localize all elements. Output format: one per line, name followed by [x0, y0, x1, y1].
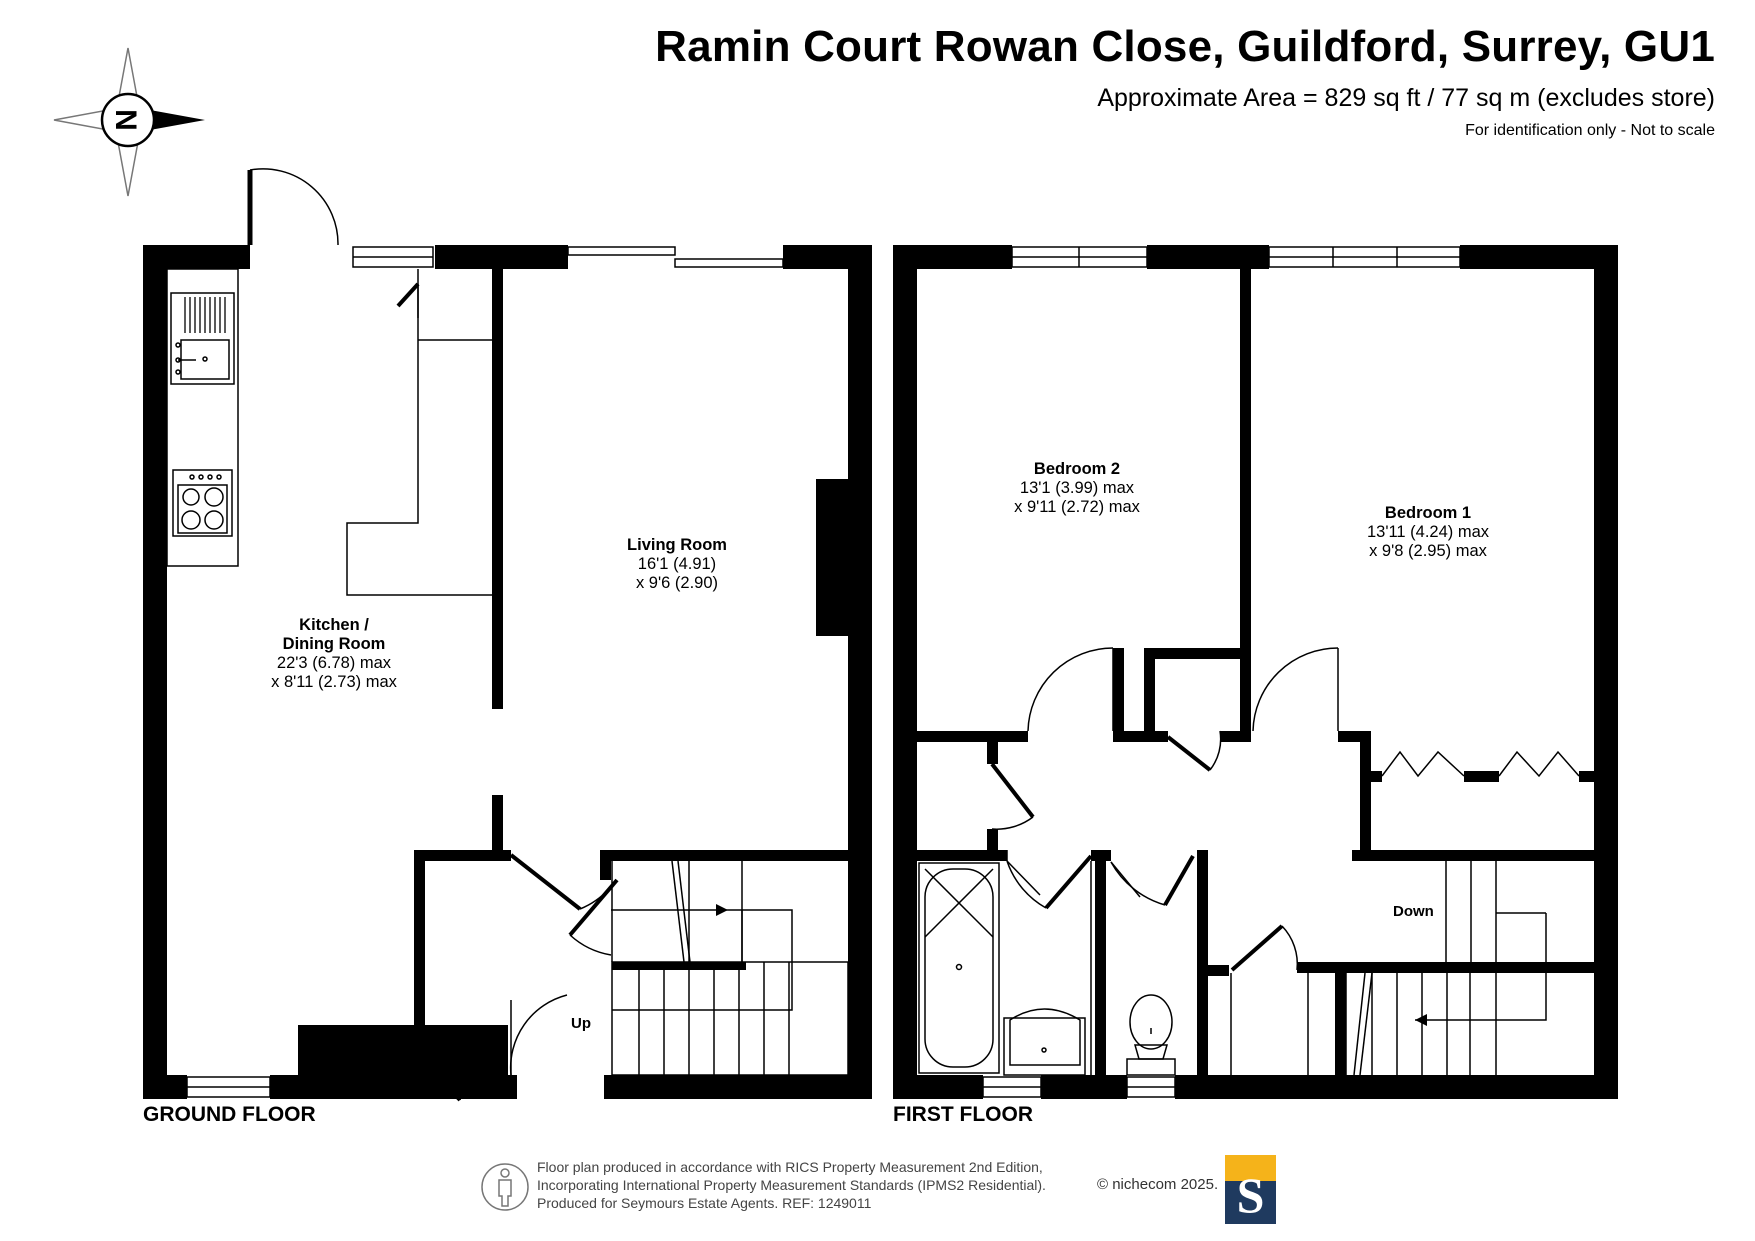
footer-note: Floor plan produced in accordance with R…	[537, 1159, 1046, 1211]
ground-floor-arrow	[716, 904, 728, 916]
seymours-logo-icon: S	[1225, 1155, 1276, 1224]
first-floor-arrow	[1415, 1014, 1427, 1026]
kitchen-dining-label: Kitchen / Dining Room 22'3 (6.78) max x …	[271, 616, 397, 691]
stairs-up-label: Up	[571, 1015, 591, 1032]
stairs-down-label: Down	[1393, 903, 1434, 920]
ground-floor-label: GROUND FLOOR	[143, 1103, 316, 1126]
page-title: Ramin Court Rowan Close, Guildford, Surr…	[655, 22, 1715, 71]
bedroom-1-label: Bedroom 1 13'11 (4.24) max x 9'8 (2.95) …	[1366, 504, 1490, 560]
first-floor-details	[918, 246, 1580, 1098]
nichecom-credit: © nichecom 2025.	[1097, 1176, 1219, 1193]
compass-icon: N	[53, 47, 205, 197]
store-label: Store	[428, 1051, 467, 1068]
ground-floor-details	[166, 168, 849, 1102]
living-room-label: Living Room 16'1 (4.91) x 9'6 (2.90)	[627, 536, 727, 592]
approximate-area: Approximate Area = 829 sq ft / 77 sq m (…	[1097, 84, 1715, 112]
first-floor-label: FIRST FLOOR	[893, 1103, 1033, 1126]
first-floor-plan	[893, 245, 1618, 1099]
compass-letter: N	[109, 109, 142, 131]
measurement-standard-icon	[481, 1163, 529, 1211]
svg-text:S: S	[1237, 1167, 1265, 1223]
bedroom-2-label: Bedroom 2 13'1 (3.99) max x 9'11 (2.72) …	[1014, 460, 1140, 516]
identification-note: For identification only - Not to scale	[1465, 122, 1715, 139]
ground-floor-plan	[143, 245, 872, 1099]
